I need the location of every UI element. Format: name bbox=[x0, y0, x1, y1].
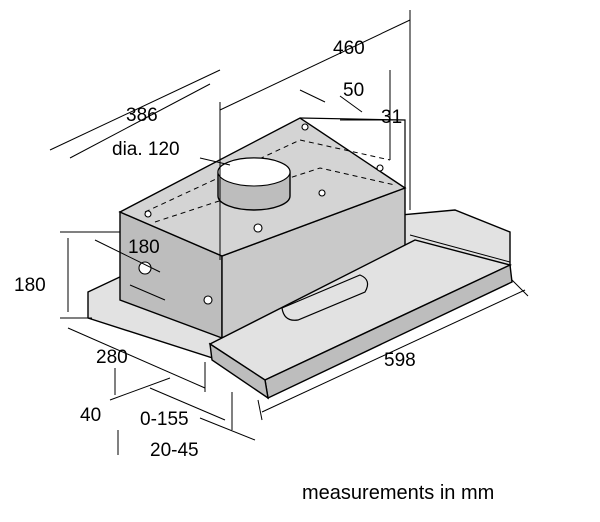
hidden-edge-mid bbox=[154, 167, 396, 223]
side-hole-4 bbox=[253, 223, 263, 233]
side-hole-3 bbox=[144, 210, 152, 218]
side-hole-7 bbox=[301, 123, 309, 131]
side-hole-2 bbox=[203, 295, 213, 305]
panel-rail bbox=[409, 234, 511, 263]
dim-50: 50 bbox=[343, 80, 364, 101]
panel-left-face bbox=[209, 342, 269, 400]
dim-598: 598 bbox=[384, 350, 416, 371]
panel-handle bbox=[281, 274, 369, 321]
dim-180-height: 180 bbox=[14, 275, 46, 296]
dim-dia-120: dia. 120 bbox=[112, 139, 180, 160]
side-hole-1 bbox=[138, 261, 152, 275]
side-hole-6 bbox=[376, 164, 384, 172]
hidden-edge-top bbox=[144, 139, 391, 213]
slide-out-panel bbox=[208, 234, 513, 400]
dim-180-offset: 180 bbox=[128, 237, 160, 258]
dim-40: 40 bbox=[80, 405, 101, 426]
housing-rear-edge bbox=[299, 117, 406, 188]
dim-386: 386 bbox=[126, 105, 158, 126]
dim-20-45: 20-45 bbox=[150, 440, 199, 461]
dim-31: 31 bbox=[381, 107, 402, 128]
dim-0-155: 0-155 bbox=[140, 409, 189, 430]
side-hole-5 bbox=[318, 189, 326, 197]
dim-280: 280 bbox=[96, 347, 128, 368]
duct-opening bbox=[217, 157, 291, 187]
dimension-lines bbox=[49, 10, 529, 455]
units-note: measurements in mm bbox=[302, 482, 494, 504]
dim-460: 460 bbox=[333, 38, 365, 59]
